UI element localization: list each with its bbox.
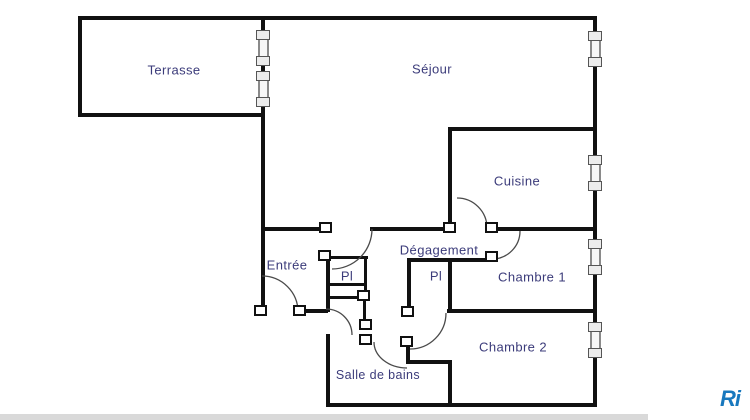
- door-arc-salle-de-bains: [373, 341, 408, 369]
- room-label-placard-2: Pl: [429, 268, 443, 284]
- wall-left-divider: [261, 16, 265, 310]
- window-terrasse-1-cap2: [256, 56, 270, 66]
- window-sejour-glass: [589, 41, 601, 58]
- door-jamb-entree-right: [293, 305, 306, 316]
- door-jamb-sejour: [319, 222, 332, 233]
- window-chambre1-cap2: [588, 265, 602, 275]
- wall-right: [593, 16, 597, 407]
- wall-chambre2-top: [447, 309, 597, 313]
- window-terrasse-1-cap: [256, 30, 270, 40]
- wall-placard2-top: [407, 258, 487, 262]
- wall-placard1-shelf1: [326, 283, 365, 286]
- door-arc-sejour: [331, 228, 373, 270]
- room-label-entree: Entrée: [266, 257, 308, 273]
- wall-placard2-left: [407, 258, 411, 310]
- door-arc-bath-lobby: [325, 308, 353, 336]
- room-label-terrasse: Terrasse: [147, 62, 201, 78]
- room-label-degagement: Dégagement: [399, 242, 479, 258]
- wall-mid-a: [261, 227, 322, 231]
- wall-bottom: [326, 403, 597, 407]
- wall-placard1-shelf2: [326, 296, 365, 299]
- door-jamb-wc-lower: [359, 334, 372, 345]
- wall-placard1-top: [326, 256, 368, 259]
- door-jamb-chambre1: [485, 251, 498, 262]
- window-sejour-cap: [588, 31, 602, 41]
- watermark-logo: Ri: [720, 386, 741, 411]
- room-label-cuisine: Cuisine: [493, 173, 541, 189]
- window-chambre2-cap2: [588, 348, 602, 358]
- wall-placard2-right: [448, 258, 452, 310]
- room-label-salle-de-bains: Salle de bains: [335, 368, 421, 382]
- window-chambre1-cap: [588, 239, 602, 249]
- wall-bath-stub: [406, 346, 410, 364]
- door-jamb-entree-left: [254, 305, 267, 316]
- door-jamb-cuisine-left: [443, 222, 456, 233]
- window-cuisine-cap2: [588, 181, 602, 191]
- window-cuisine-glass: [589, 165, 601, 182]
- window-terrasse-2-cap: [256, 71, 270, 81]
- door-jamb-cuisine-right: [485, 222, 498, 233]
- window-chambre2-glass: [589, 332, 601, 349]
- window-terrasse-2-glass: [257, 81, 269, 98]
- door-jamb-placard1-bottom: [357, 290, 370, 301]
- wall-mid-c: [498, 227, 597, 231]
- room-label-chambre-1: Chambre 1: [498, 269, 566, 285]
- room-label-chambre-2: Chambre 2: [479, 339, 547, 355]
- wall-chambre2-left: [448, 360, 452, 407]
- door-jamb-chambre2-leaf: [400, 336, 413, 347]
- room-label-sejour: Séjour: [412, 61, 452, 77]
- wall-entree-bottom-stub: [306, 309, 328, 313]
- wall-terrasse-bottom: [78, 113, 265, 117]
- door-arc-chambre2: [409, 312, 447, 350]
- door-jamb-chambre2-hinge: [401, 306, 414, 317]
- wall-terrasse-left: [78, 16, 82, 117]
- wall-top: [78, 16, 597, 20]
- window-sejour-cap2: [588, 57, 602, 67]
- wall-cuisine-left: [448, 127, 452, 231]
- scan-edge-strip: [0, 414, 648, 420]
- window-chambre1-glass: [589, 249, 601, 266]
- door-jamb-placard1: [318, 250, 331, 261]
- door-jamb-wc-upper: [359, 319, 372, 330]
- door-arc-cuisine: [456, 197, 488, 229]
- window-terrasse-2-cap2: [256, 97, 270, 107]
- wall-wc: [363, 296, 366, 322]
- window-terrasse-1-glass: [257, 40, 269, 57]
- window-chambre2-cap: [588, 322, 602, 332]
- wall-cuisine-top: [448, 127, 597, 131]
- wall-placard1-right: [364, 256, 367, 300]
- room-label-placard-1: Pl: [340, 268, 354, 284]
- window-cuisine-cap: [588, 155, 602, 165]
- wall-bath-left-lower: [326, 334, 330, 407]
- wall-mid-b: [370, 227, 446, 231]
- wall-bath-divider: [406, 360, 452, 364]
